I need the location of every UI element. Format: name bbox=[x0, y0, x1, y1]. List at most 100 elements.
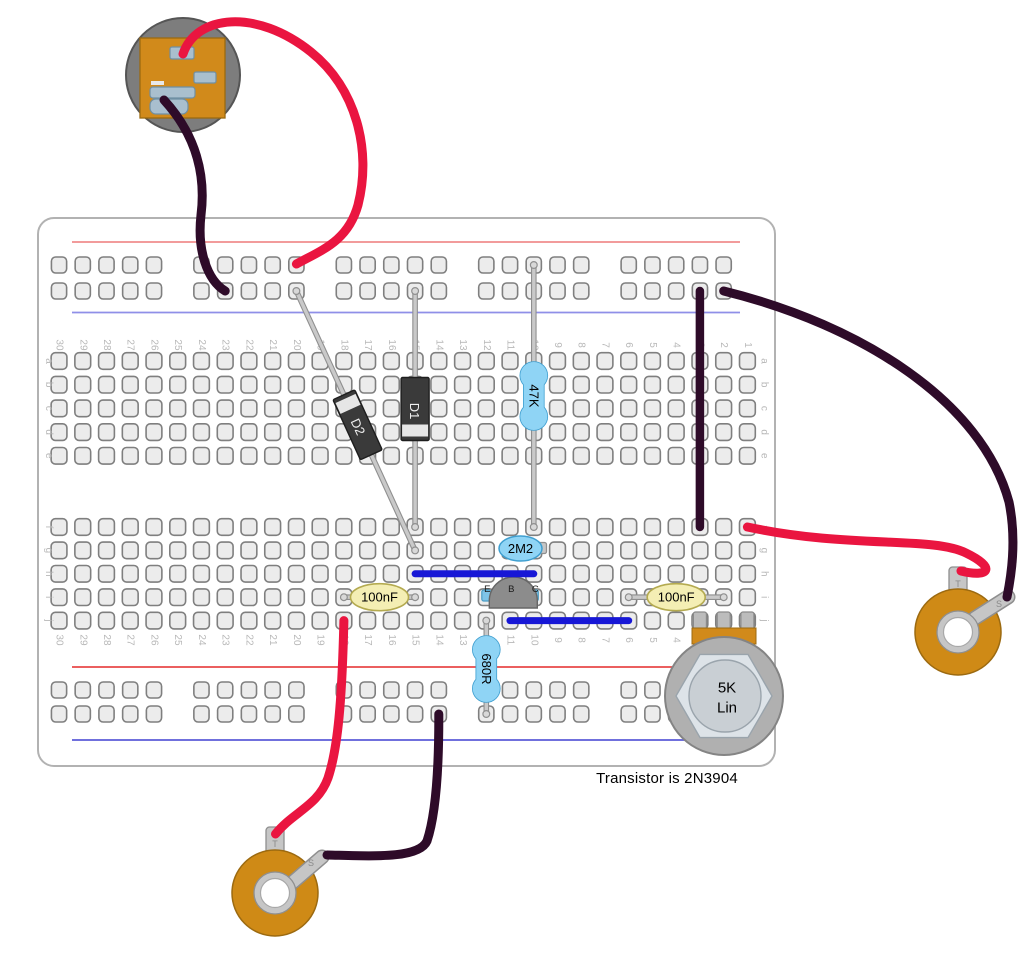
breadboard-hole bbox=[643, 399, 662, 418]
column-number: 20 bbox=[291, 339, 302, 351]
breadboard-hole bbox=[596, 541, 614, 560]
column-number: 14 bbox=[433, 339, 444, 351]
column-number: 4 bbox=[671, 637, 682, 643]
column-number: 1 bbox=[742, 342, 753, 348]
breadboard-hole bbox=[548, 446, 567, 465]
breadboard-hole bbox=[74, 256, 92, 274]
breadboard-hole bbox=[145, 681, 163, 699]
breadboard-hole bbox=[169, 541, 187, 560]
breadboard-hole bbox=[548, 399, 567, 418]
breadboard-hole bbox=[430, 351, 448, 371]
cap-right-lead-end bbox=[719, 593, 728, 602]
breadboard-hole bbox=[738, 446, 757, 465]
breadboard-hole bbox=[335, 517, 353, 537]
breadboard-hole bbox=[335, 351, 353, 371]
breadboard-hole bbox=[240, 588, 258, 607]
breadboard-hole bbox=[287, 422, 306, 442]
breadboard-hole bbox=[501, 446, 519, 465]
breadboard-hole bbox=[335, 541, 353, 560]
breadboard-hole bbox=[644, 282, 661, 300]
breadboard-hole bbox=[311, 375, 329, 394]
column-number: 4 bbox=[671, 342, 682, 348]
breadboard-hole bbox=[643, 422, 662, 442]
breadboard-hole bbox=[477, 446, 495, 465]
diode-d1-label: D1 bbox=[407, 403, 422, 420]
breadboard-hole bbox=[382, 282, 400, 300]
transistor-2n3904-pin-label: B bbox=[508, 584, 514, 595]
breadboard-hole bbox=[50, 588, 68, 607]
jack-right-sleeve-label: S bbox=[996, 599, 1002, 609]
breadboard-hole bbox=[264, 256, 282, 274]
breadboard-hole bbox=[548, 588, 567, 607]
breadboard-hole bbox=[596, 446, 614, 465]
breadboard-hole bbox=[169, 611, 187, 630]
breadboard-hole bbox=[50, 399, 68, 418]
column-number: 21 bbox=[267, 339, 278, 351]
breadboard-hole bbox=[287, 541, 306, 560]
column-number: 10 bbox=[528, 634, 539, 646]
breadboard-hole bbox=[667, 517, 685, 537]
breadboard-hole bbox=[74, 564, 92, 583]
breadboard-hole bbox=[121, 588, 139, 607]
breadboard-hole bbox=[382, 422, 401, 442]
row-letter: h bbox=[43, 571, 54, 577]
column-number: 28 bbox=[101, 634, 112, 646]
breadboard-hole bbox=[453, 422, 472, 442]
breadboard-hole bbox=[145, 351, 163, 371]
breadboard-hole bbox=[525, 705, 543, 723]
breadboard-hole bbox=[572, 256, 590, 274]
breadboard-hole bbox=[596, 564, 614, 583]
breadboard-hole bbox=[240, 256, 258, 274]
breadboard-hole bbox=[192, 399, 211, 418]
breadboard-hole bbox=[263, 399, 282, 418]
breadboard-hole bbox=[477, 541, 495, 560]
column-number: 12 bbox=[481, 339, 492, 351]
breadboard-hole bbox=[453, 351, 472, 371]
breadboard-hole bbox=[738, 351, 757, 371]
breadboard-hole bbox=[74, 517, 92, 537]
breadboard-hole bbox=[358, 541, 377, 560]
breadboard-hole bbox=[667, 351, 685, 371]
breadboard-hole bbox=[121, 256, 139, 274]
breadboard-hole bbox=[240, 564, 258, 583]
breadboard-hole bbox=[240, 681, 258, 699]
potentiometer-5k-label: Lin bbox=[717, 700, 737, 717]
breadboard-hole bbox=[121, 705, 139, 723]
resistor-2m2-label: 2M2 bbox=[508, 541, 533, 556]
column-number: 13 bbox=[457, 634, 468, 646]
column-number: 6 bbox=[623, 637, 634, 643]
breadboard-hole bbox=[572, 375, 590, 394]
breadboard-hole bbox=[572, 399, 590, 418]
breadboard-hole bbox=[98, 681, 115, 699]
breadboard-hole bbox=[145, 541, 163, 560]
breadboard-hole bbox=[572, 705, 590, 723]
breadboard-hole bbox=[145, 375, 163, 394]
breadboard-hole bbox=[311, 611, 329, 630]
breadboard-hole bbox=[240, 282, 258, 300]
breadboard-hole bbox=[620, 399, 638, 418]
breadboard-hole bbox=[121, 422, 139, 442]
breadboard-hole bbox=[501, 256, 519, 274]
breadboard-hole bbox=[548, 375, 567, 394]
breadboard-hole bbox=[358, 564, 377, 583]
breadboard-hole bbox=[311, 588, 329, 607]
breadboard-hole bbox=[121, 351, 139, 371]
breadboard-hole bbox=[216, 705, 234, 723]
breadboard-hole bbox=[453, 517, 472, 537]
row-letter: j bbox=[43, 618, 54, 621]
breadboard-hole bbox=[287, 517, 306, 537]
breadboard-hole bbox=[620, 446, 638, 465]
breadboard-hole bbox=[216, 351, 234, 371]
breadboard-hole bbox=[406, 611, 424, 630]
column-number: 29 bbox=[77, 339, 88, 351]
breadboard-hole bbox=[620, 256, 638, 274]
row-letter: c bbox=[43, 406, 54, 411]
breadboard-hole bbox=[382, 517, 401, 537]
breadboard-hole bbox=[263, 375, 282, 394]
column-number: 25 bbox=[172, 339, 183, 351]
column-number: 21 bbox=[267, 634, 278, 646]
column-number: 11 bbox=[505, 340, 516, 351]
breadboard-hole bbox=[738, 399, 757, 418]
breadboard-hole bbox=[335, 256, 353, 274]
